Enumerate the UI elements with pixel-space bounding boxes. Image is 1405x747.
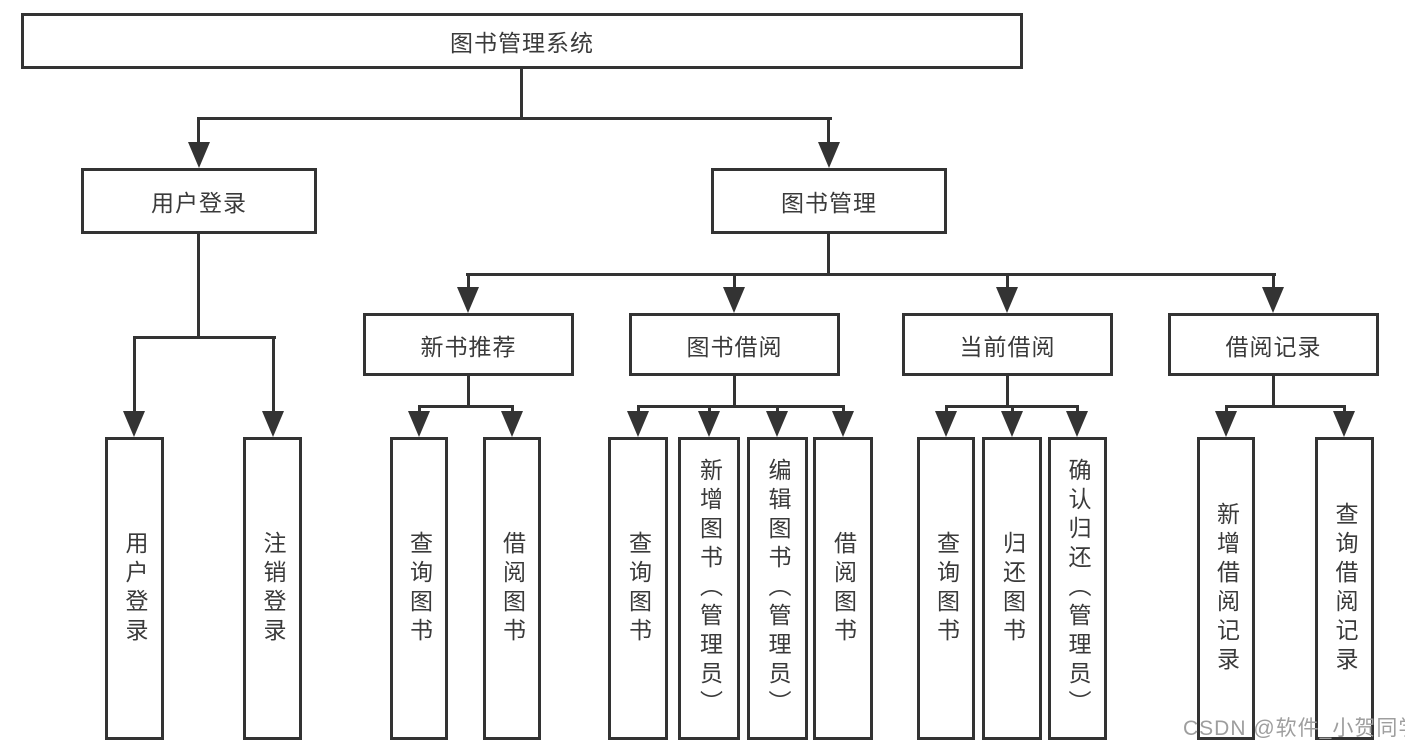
leaf-query-borrow-record: 查询借阅记录: [1315, 437, 1374, 740]
connector-line: [733, 376, 736, 408]
arrow-down-icon: [1333, 411, 1355, 437]
connector-line: [467, 376, 470, 408]
leaf-edit-books-admin-label: 编辑图书（管理员）: [765, 458, 791, 719]
node-user-login-label: 用户登录: [151, 190, 247, 216]
leaf-borrow-books-recommend-label: 借阅图书: [499, 530, 526, 647]
leaf-add-borrow-record-label: 新增借阅记录: [1213, 501, 1240, 676]
node-new-book-recommend-label: 新书推荐: [420, 333, 517, 360]
node-borrowing-records: 借阅记录: [1168, 313, 1379, 376]
node-book-borrowing-label: 图书借阅: [686, 333, 783, 360]
arrow-down-icon: [818, 142, 840, 168]
arrow-down-icon: [262, 411, 284, 437]
connector-line: [637, 408, 640, 413]
node-user-login: 用户登录: [81, 168, 317, 234]
node-library-system: 图书管理系统: [21, 13, 1023, 69]
arrow-down-icon: [832, 411, 854, 437]
connector-line: [511, 408, 514, 413]
leaf-user-login-label: 用户登录: [122, 530, 148, 647]
connector-line: [467, 276, 470, 289]
leaf-query-books-current-label: 查询图书: [933, 530, 960, 647]
leaf-user-login: 用户登录: [105, 437, 164, 740]
node-library-system-label: 图书管理系统: [450, 30, 594, 56]
connector-line: [1272, 276, 1275, 289]
leaf-return-books: 归还图书: [982, 437, 1042, 740]
arrow-down-icon: [996, 287, 1018, 313]
connector-line: [1272, 376, 1275, 408]
leaf-logout: 注销登录: [243, 437, 302, 740]
leaf-borrow-books-label: 借阅图书: [830, 530, 857, 647]
csdn-watermark: CSDN @软件_小贺同学: [1183, 717, 1405, 740]
connector-line: [418, 405, 514, 408]
arrow-down-icon: [766, 411, 788, 437]
connector-line: [133, 336, 276, 339]
connector-line: [520, 68, 523, 120]
leaf-add-books-admin-label: 新增图书（管理员）: [696, 458, 723, 719]
connector-line: [1006, 376, 1009, 408]
connector-line: [197, 117, 832, 120]
connector-line: [197, 234, 200, 336]
connector-line: [637, 405, 845, 408]
connector-line: [733, 276, 736, 289]
node-borrowing-records-label: 借阅记录: [1225, 333, 1322, 360]
leaf-query-borrow-record-label: 查询借阅记录: [1332, 501, 1358, 676]
connector-line: [708, 408, 711, 413]
connector-line: [945, 408, 948, 413]
connector-line: [827, 120, 830, 144]
arrow-down-icon: [1066, 411, 1088, 437]
connector-line: [418, 408, 421, 413]
arrow-down-icon: [457, 287, 479, 313]
connector-line: [1225, 408, 1228, 413]
node-current-borrowing: 当前借阅: [902, 313, 1113, 376]
node-current-borrowing-label: 当前借阅: [959, 333, 1056, 360]
arrow-down-icon: [501, 411, 523, 437]
leaf-edit-books-admin: 编辑图书（管理员）: [747, 437, 808, 740]
connector-line: [945, 405, 1079, 408]
connector-line: [197, 120, 200, 144]
connector-line: [1006, 276, 1009, 289]
arrow-down-icon: [1262, 287, 1284, 313]
arrow-down-icon: [627, 411, 649, 437]
node-new-book-recommend: 新书推荐: [363, 313, 574, 376]
leaf-query-books-borrowing-label: 查询图书: [625, 530, 652, 647]
arrow-down-icon: [123, 411, 145, 437]
node-book-borrowing: 图书借阅: [629, 313, 840, 376]
arrow-down-icon: [188, 142, 210, 168]
connector-line: [272, 339, 275, 412]
leaf-add-books-admin: 新增图书（管理员）: [678, 437, 740, 740]
arrow-down-icon: [935, 411, 957, 437]
leaf-query-books-borrowing: 查询图书: [608, 437, 668, 740]
arrow-down-icon: [408, 411, 430, 437]
leaf-add-borrow-record: 新增借阅记录: [1197, 437, 1255, 740]
connector-line: [1343, 408, 1346, 413]
connector-line: [776, 408, 779, 413]
leaf-borrow-books: 借阅图书: [813, 437, 873, 740]
connector-line: [1011, 408, 1014, 413]
connector-line: [842, 408, 845, 413]
leaf-logout-label: 注销登录: [260, 530, 286, 647]
arrow-down-icon: [1001, 411, 1023, 437]
node-book-management: 图书管理: [711, 168, 947, 234]
leaf-query-books-recommend-label: 查询图书: [406, 530, 433, 647]
arrow-down-icon: [723, 287, 745, 313]
arrow-down-icon: [1215, 411, 1237, 437]
leaf-query-books-recommend: 查询图书: [390, 437, 448, 740]
leaf-confirm-return-admin-label: 确认归还（管理员）: [1065, 458, 1091, 719]
connector-line: [1225, 405, 1346, 408]
arrow-down-icon: [698, 411, 720, 437]
node-book-management-label: 图书管理: [781, 190, 877, 216]
connector-line: [1076, 408, 1079, 413]
leaf-query-books-current: 查询图书: [917, 437, 975, 740]
leaf-return-books-label: 归还图书: [999, 530, 1026, 647]
leaf-confirm-return-admin: 确认归还（管理员）: [1048, 437, 1107, 740]
connector-line: [133, 339, 136, 412]
connector-line: [466, 273, 1276, 276]
leaf-borrow-books-recommend: 借阅图书: [483, 437, 541, 740]
connector-line: [827, 234, 830, 276]
